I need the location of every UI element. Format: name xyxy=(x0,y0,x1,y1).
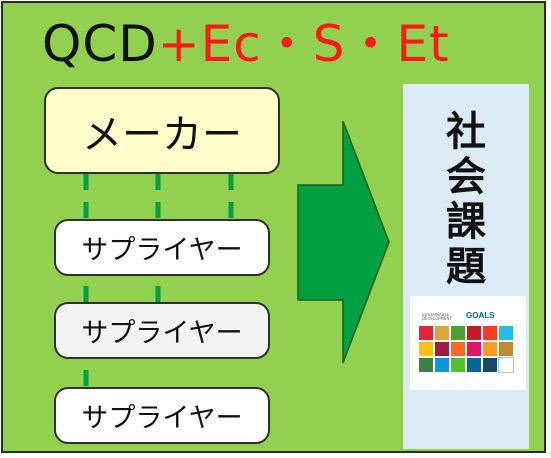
supplier-label-3: サプライヤー xyxy=(81,403,243,434)
title-qcd: QCD xyxy=(42,15,158,73)
sdg-tile-3 xyxy=(451,326,465,340)
sdg-tile-16 xyxy=(467,358,481,372)
supplier-label-1: サプライヤー xyxy=(81,235,243,266)
sdg-tile-17 xyxy=(483,358,497,372)
sdg-header: SUSTAINABLE DEVELOPMENT GOALS xyxy=(418,311,518,322)
social-char-1: 社 xyxy=(446,109,486,155)
sdg-tile-11 xyxy=(483,342,497,356)
sdg-tile-7 xyxy=(419,342,433,356)
sdg-tile-2 xyxy=(435,326,449,340)
supplier-box-1: サプライヤー xyxy=(54,219,270,276)
social-issue-column: 社 会 課 題 xyxy=(403,84,529,449)
title: QCD+Ec・S・Et xyxy=(42,12,450,76)
sdg-tile-4 xyxy=(467,326,481,340)
social-char-2: 会 xyxy=(446,154,486,200)
sdg-tile-5 xyxy=(483,326,497,340)
sdg-tile-18 xyxy=(498,357,514,373)
social-issue-text: 社 会 課 題 xyxy=(403,110,529,290)
maker-box: メーカー xyxy=(44,87,280,174)
supplier-box-3: サプライヤー xyxy=(54,387,270,444)
social-char-4: 題 xyxy=(446,244,486,290)
sdg-tile-6 xyxy=(499,326,513,340)
supplier-label-2: サプライヤー xyxy=(81,318,243,349)
sdg-tile-13 xyxy=(419,358,433,372)
sdg-tile-10 xyxy=(467,342,481,356)
sdg-tile-15 xyxy=(451,358,465,372)
social-char-3: 課 xyxy=(446,199,486,245)
sdg-small-text: SUSTAINABLE DEVELOPMENT xyxy=(422,313,452,320)
sdg-tile-12 xyxy=(499,342,513,356)
sdg-tile-1 xyxy=(419,326,433,340)
supplier-box-2: サプライヤー xyxy=(54,302,270,359)
title-extension: +Ec・S・Et xyxy=(157,15,450,73)
sdg-tile-14 xyxy=(435,358,449,372)
sdg-logo: SUSTAINABLE DEVELOPMENT GOALS xyxy=(410,296,526,390)
sdg-tile-8 xyxy=(435,342,449,356)
maker-label: メーカー xyxy=(82,111,242,158)
sdg-tile-9 xyxy=(451,342,465,356)
sdg-goals-text: GOALS xyxy=(466,311,495,320)
arrow-shape xyxy=(297,120,390,364)
